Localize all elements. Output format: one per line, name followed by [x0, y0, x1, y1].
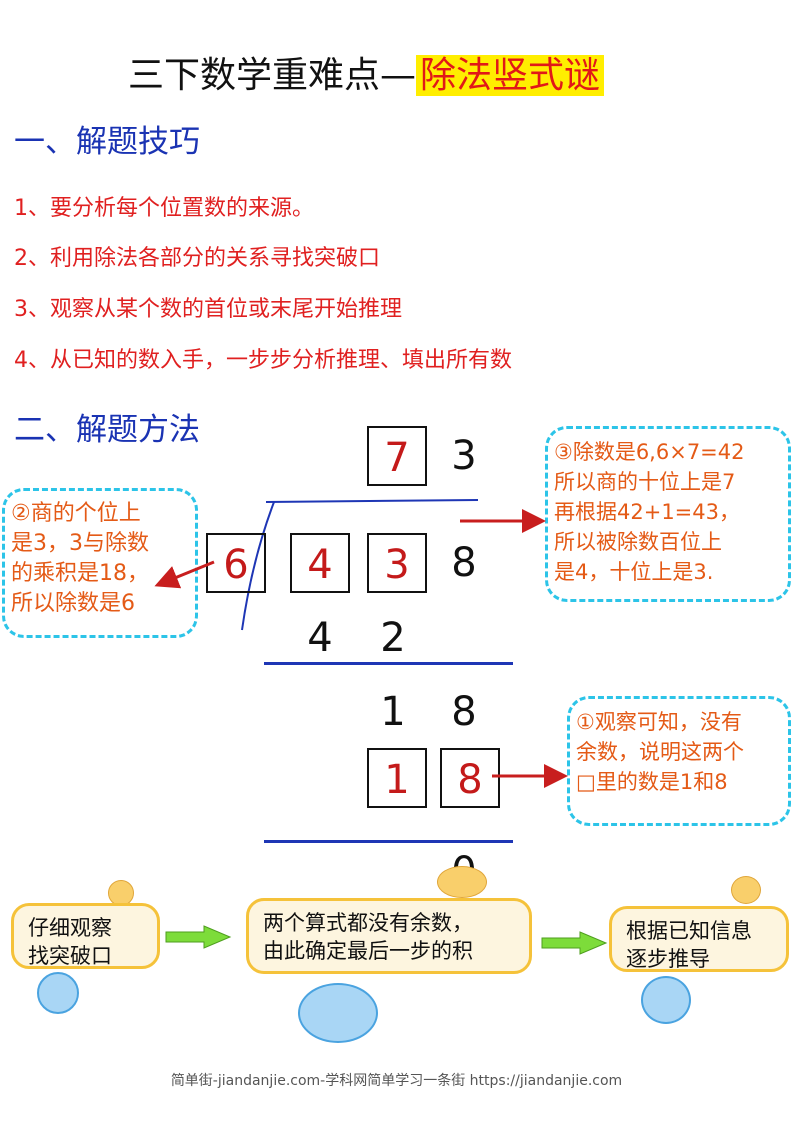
tip-4: 4、从已知的数入手，一步步分析推理、填出所有数: [14, 348, 512, 373]
quotient-ones: 3: [451, 433, 477, 479]
step-3-line: 根据已知信息: [626, 919, 752, 943]
green-arrow-icon: [165, 925, 232, 949]
callout-right-bottom-line: □里的数是1和8: [576, 770, 728, 794]
dividend-ones: 8: [451, 540, 477, 586]
remainder1-ones: 8: [451, 689, 477, 735]
step-2-line: 两个算式都没有余数，: [263, 911, 473, 935]
title-main: 三下数学重难点—: [128, 55, 417, 96]
decor-circle-blue: [37, 972, 79, 1014]
callout-right-top: ③除数是6,6×7=42 所以商的十位上是7 再根据42+1=43， 所以被除数…: [545, 426, 791, 602]
product1-tens: 4: [307, 615, 333, 661]
dividend-tens-box: 3: [367, 533, 427, 593]
quotient-tens-box: 7: [367, 426, 427, 486]
step-bubble-3: 根据已知信息 逐步推导: [609, 906, 789, 972]
step-1-line: 仔细观察: [28, 916, 112, 940]
callout-left-line: ②商的个位上: [11, 501, 141, 526]
decor-circle-yellow: [437, 866, 487, 898]
section2-heading: 二、解题方法: [14, 412, 200, 448]
step-2-line: 由此确定最后一步的积: [263, 939, 473, 963]
product2-ones-box: 8: [440, 748, 500, 808]
step-1-line: 找突破口: [28, 944, 112, 968]
tip-2: 2、利用除法各部分的关系寻找突破口: [14, 246, 380, 271]
callout-right-bottom: ①观察可知，没有 余数，说明这两个 □里的数是1和8: [567, 696, 791, 826]
division-bracket: [241, 499, 479, 631]
callout-right-top-line: 是4，十位上是3.: [554, 560, 714, 584]
arrow-to-left-callout: [154, 560, 215, 589]
green-arrow-icon: [541, 931, 608, 955]
callout-left-line: 是3，3与除数: [11, 531, 149, 556]
step-bubble-1: 仔细观察 找突破口: [11, 903, 160, 969]
page-title: 三下数学重难点—除法竖式谜: [128, 46, 605, 98]
tip-1: 1、要分析每个位置数的来源。: [14, 196, 314, 221]
callout-right-top-line: 所以被除数百位上: [554, 530, 722, 554]
step-3-line: 逐步推导: [626, 947, 710, 971]
remainder1-tens: 1: [380, 689, 406, 735]
subtraction-line-1: [264, 662, 513, 665]
callout-right-bottom-line: 余数，说明这两个: [576, 740, 744, 764]
callout-right-bottom-line: ①观察可知，没有: [576, 710, 742, 734]
footer-text: 简单街-jiandanjie.com-学科网简单学习一条街 https://ji…: [170, 1073, 623, 1089]
callout-left-line: 的乘积是18，: [11, 561, 149, 586]
callout-left: ②商的个位上 是3，3与除数 的乘积是18， 所以除数是6: [2, 488, 198, 638]
product1-ones: 2: [380, 615, 406, 661]
section1-heading: 一、解题技巧: [14, 124, 200, 160]
decor-circle-blue: [298, 983, 378, 1043]
callout-right-top-line: 再根据42+1=43，: [554, 500, 740, 524]
dividend-hundreds-box: 4: [290, 533, 350, 593]
step-bubble-2: 两个算式都没有余数， 由此确定最后一步的积: [246, 898, 532, 974]
product2-tens-box: 1: [367, 748, 427, 808]
callout-right-top-line: 所以商的十位上是7: [554, 470, 736, 494]
callout-right-top-line: ③除数是6,6×7=42: [554, 440, 745, 464]
decor-circle-yellow: [731, 876, 761, 904]
decor-circle-blue: [641, 976, 691, 1024]
subtraction-line-2: [264, 840, 513, 843]
title-highlight: 除法竖式谜: [416, 55, 605, 96]
tip-3: 3、观察从某个数的首位或末尾开始推理: [14, 297, 402, 322]
callout-left-line: 所以除数是6: [11, 591, 135, 616]
divisor-box: 6: [206, 533, 266, 593]
